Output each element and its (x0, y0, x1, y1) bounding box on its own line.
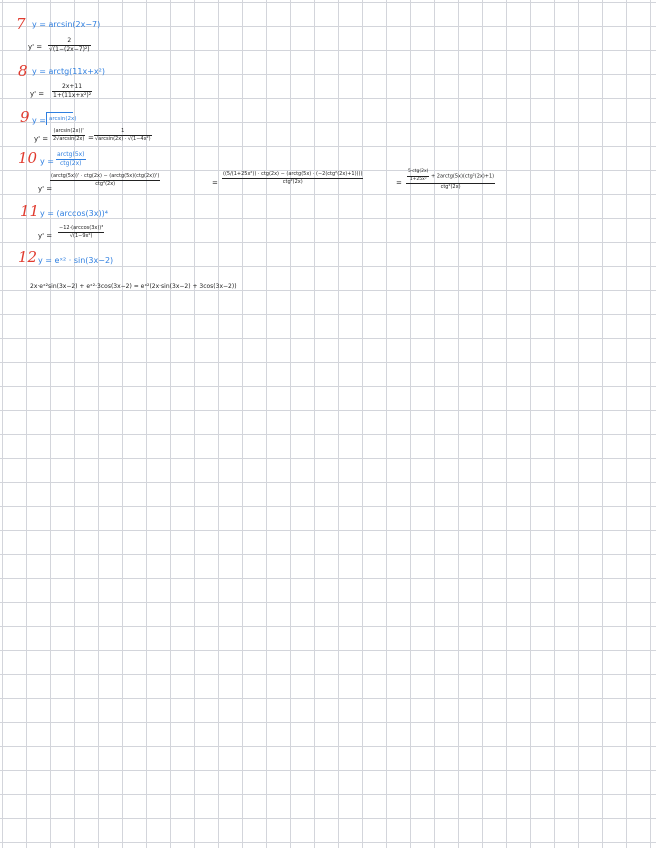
problem-10-t2-den: ctg²(2x) (282, 179, 303, 185)
problem-9-f1-num: (arcsin(2x))' (52, 128, 86, 136)
problem-10-given-fraction: arctg(5x) ctg(2x) (56, 152, 86, 167)
problem-9-number: 9 (20, 108, 30, 126)
problem-10-equals-1: = (212, 179, 218, 187)
problem-10-number: 10 (18, 149, 38, 167)
problem-10-deriv-prefix: y' = (38, 185, 53, 193)
problem-10-t3-numerator: 5·ctg(2x) 1+25x² + 2arctg(5x)(ctg²(2x)+1… (406, 169, 496, 184)
problem-10-t3-den: ctg²(2x) (440, 184, 461, 190)
problem-11-derivative: −12·(arccos(3x))³ √(1−9x²) (58, 225, 105, 239)
problem-8-deriv-num: 2x+11 (52, 84, 93, 92)
problem-8-number: 8 (18, 62, 28, 80)
problem-9-fraction-2: 1 √arcsin(2x) · √(1−4x²) (94, 129, 152, 142)
problem-9-radicand: arcsin(2x) (49, 116, 77, 122)
problem-8-deriv-den: 1+(11x+x²)² (53, 92, 92, 99)
problem-9-f2-num: 1 (94, 129, 152, 136)
problem-10-t3-inner-fraction: 5·ctg(2x) 1+25x² (407, 169, 430, 182)
problem-12-number: 12 (18, 248, 38, 266)
problem-8-deriv-prefix: y' = (30, 90, 45, 98)
problem-9-radical-sign (46, 112, 73, 125)
problem-7-deriv-prefix: y' = (28, 43, 43, 51)
problem-12-derivative-line: 2x·eˣ²sin(3x−2) + eˣ²·3cos(3x−2) = eˣ²(2… (30, 283, 237, 290)
problem-10-t1-den: ctg²(2x) (95, 181, 116, 187)
problem-11-given: y = (arccos(3x))⁴ (40, 209, 108, 218)
problem-10-t1-num: (arctg(5x))' · ctg(2x) − (arctg(5x)(ctg(… (50, 173, 161, 181)
problem-10-equals-2: = (396, 179, 402, 187)
problem-7-number: 7 (16, 15, 26, 33)
problem-10-t2-num: ((5/(1+25x²)) · ctg(2x) − (arctg(5x) · (… (222, 171, 364, 179)
problem-10-t3-rest: + 2arctg(5x)(ctg²(2x)+1) (431, 173, 495, 180)
problem-10-t3-inner-num: 5·ctg(2x) (407, 169, 430, 177)
problem-9-deriv-prefix: y' = (34, 135, 49, 143)
problem-10-given-den: ctg(2x) (60, 160, 82, 167)
problem-9-fraction-1: (arcsin(2x))' 2√arcsin(2x) (52, 128, 86, 142)
problem-10-given-prefix: y = (40, 157, 54, 166)
problem-9-f1-den: 2√arcsin(2x) (53, 136, 85, 142)
problem-10-given-num: arctg(5x) (56, 151, 86, 160)
problem-10-term-3: 5·ctg(2x) 1+25x² + 2arctg(5x)(ctg²(2x)+1… (406, 169, 496, 190)
problem-8-given: y = arctg(11x+x²) (32, 67, 105, 76)
problem-11-deriv-num: −12·(arccos(3x))³ (58, 225, 105, 233)
problem-7-derivative: 2 √(1−(2x−7)²) (48, 38, 91, 53)
problem-7-given: y = arcsin(2x−7) (32, 20, 101, 29)
problem-9-f2-den: √arcsin(2x) · √(1−4x²) (95, 136, 151, 142)
problem-10-term-2: ((5/(1+25x²)) · ctg(2x) − (arctg(5x) · (… (222, 171, 364, 185)
problem-7-deriv-den: √(1−(2x−7)²) (49, 46, 90, 53)
problem-11-number: 11 (20, 202, 40, 220)
problem-10-term-1: (arctg(5x))' · ctg(2x) − (arctg(5x)(ctg(… (50, 173, 161, 187)
problem-11-deriv-den: √(1−9x²) (69, 233, 93, 239)
problem-12-given: y = eˣ² · sin(3x−2) (38, 256, 114, 265)
problem-9-given-prefix: y = (32, 116, 46, 125)
problem-7-deriv-num: 2 (48, 38, 91, 46)
problem-8-derivative: 2x+11 1+(11x+x²)² (52, 84, 93, 99)
problem-11-deriv-prefix: y' = (38, 232, 53, 240)
problem-10-t3-inner-den: 1+25x² (409, 176, 427, 182)
problem-9-equals: = (88, 134, 94, 142)
